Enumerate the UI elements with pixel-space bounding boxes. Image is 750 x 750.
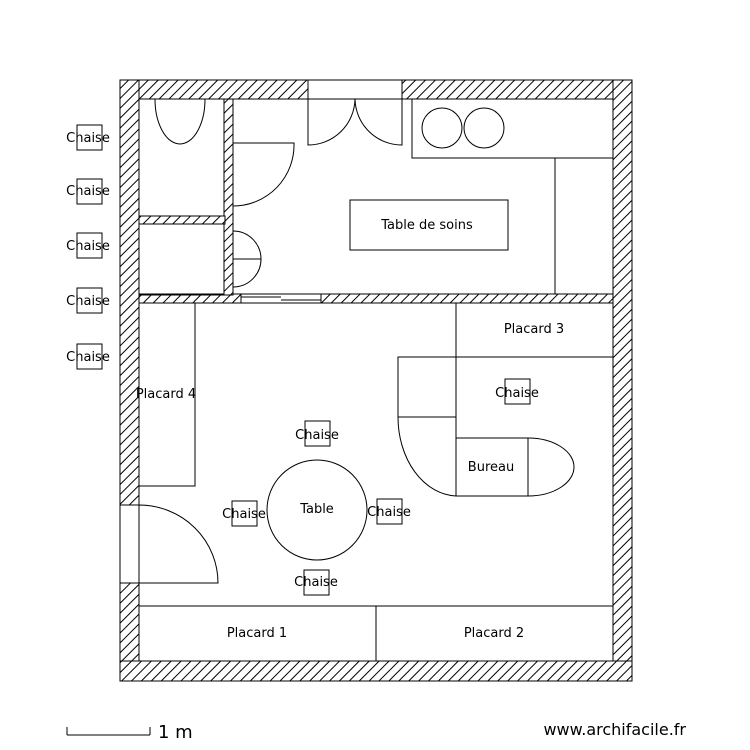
chair-outside-5: Chaise (66, 343, 110, 370)
chair-outside-2: Chaise (66, 178, 110, 205)
door-swing-upper (232, 142, 295, 207)
counter-top (411, 98, 614, 159)
chair-outside-3: Chaise (66, 232, 110, 259)
wall-top-left (119, 79, 309, 100)
desk-curved-top (397, 416, 457, 497)
table-de-soins (349, 199, 509, 251)
chair-label: Chaise (294, 575, 338, 590)
sink-bowl-right (463, 107, 505, 149)
top-door-frame (307, 79, 403, 100)
placard-3-label: Placard 3 (504, 322, 564, 337)
scale-bar: 1 m (66, 722, 193, 743)
chair-table-left: Chaise (222, 500, 266, 527)
wall-closet-divider (138, 215, 226, 225)
door-double-left (307, 98, 356, 146)
placard-2 (375, 605, 614, 662)
chair-label: Chaise (66, 184, 110, 199)
wall-interior-vertical (223, 98, 234, 296)
wall-right (612, 79, 633, 682)
door-swing-lower-b (232, 258, 262, 288)
placard-4-label: Placard 4 (136, 387, 196, 402)
table-label: Table (299, 502, 334, 517)
chair-table-bottom: Chaise (294, 569, 338, 596)
chair-table-top: Chaise (295, 420, 339, 447)
closet-upper (138, 98, 225, 217)
chair-label: Chaise (295, 428, 339, 443)
sliding-door (240, 293, 322, 304)
placard-4 (138, 302, 196, 487)
placard-2-label: Placard 2 (464, 626, 524, 641)
chair-label: Chaise (66, 131, 110, 146)
entrance-door-swing (138, 504, 219, 584)
bureau (455, 437, 575, 497)
placard-3 (455, 302, 614, 358)
sink-bowl-left (421, 107, 463, 149)
wall-top-right (401, 79, 633, 100)
scale-label: 1 m (158, 722, 193, 743)
desk-cabinet (397, 356, 457, 418)
chair-label: Chaise (222, 507, 266, 522)
site-watermark[interactable]: www.archifacile.fr (543, 720, 686, 739)
chair-table-right: Chaise (367, 498, 411, 525)
chair-label: Chaise (495, 386, 539, 401)
table-de-soins-label: Table de soins (380, 218, 473, 233)
door-double-right (354, 98, 403, 146)
bureau-label: Bureau (468, 460, 514, 475)
chair-outside-1: Chaise (66, 124, 110, 151)
chair-label: Chaise (66, 294, 110, 309)
table (266, 459, 368, 561)
chair-label: Chaise (367, 505, 411, 520)
closet-lower (138, 223, 225, 296)
chair-outside-4: Chaise (66, 287, 110, 314)
placard-1-label: Placard 1 (227, 626, 287, 641)
chair-desk: Chaise (495, 378, 539, 405)
counter-side (554, 157, 614, 295)
chair-label: Chaise (66, 239, 110, 254)
wall-left-upper (119, 79, 140, 506)
closet-upper-door-arc (154, 98, 206, 145)
wall-interior-horizontal (138, 293, 614, 304)
door-swing-lower-a (232, 230, 262, 260)
wall-bottom (119, 660, 633, 682)
chair-label: Chaise (66, 350, 110, 365)
